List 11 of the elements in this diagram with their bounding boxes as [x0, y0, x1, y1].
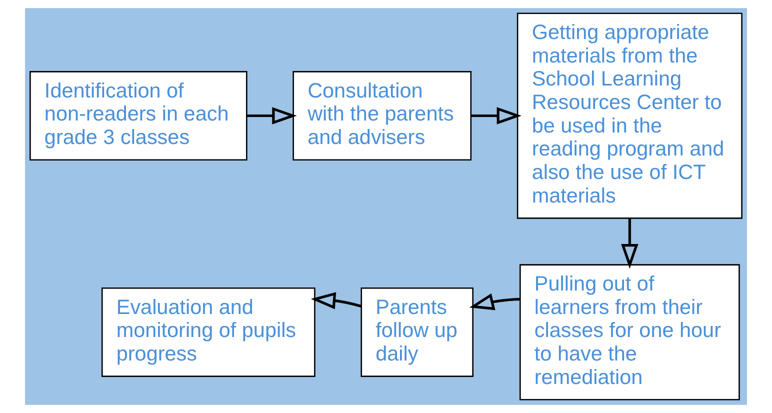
- arrow: [246, 107, 297, 124]
- node-box: Getting appropriate materials from the School Learning Resources Center to be used in the reading program and also the use of ICT materials: [516, 12, 742, 219]
- node-box: Identification of non-readers in each grade 3 classes: [30, 71, 248, 160]
- node-box: Pulling out of learners from their classes for one hour to have the remediation: [520, 264, 740, 400]
- node-box: Consultation with the parents and advisers: [292, 71, 472, 160]
- arrow: [469, 293, 520, 310]
- node-box: Evaluation and monitoring of pupils progress: [101, 288, 316, 377]
- arrow: [471, 107, 522, 124]
- arrow: [621, 218, 638, 269]
- node-box: Parents follow up daily: [360, 288, 474, 377]
- arrow: [310, 292, 362, 310]
